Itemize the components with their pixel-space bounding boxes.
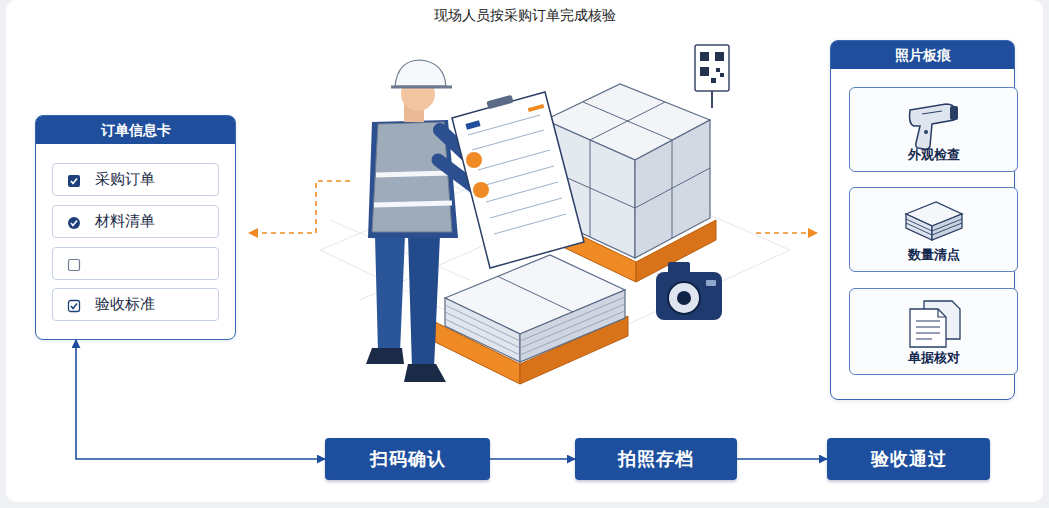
node-label: 拍照存档 [618,447,694,471]
photo-card: 外观检查 [849,87,1018,172]
info-panel: 照片板痕外观检查数量清点单据核对 [830,40,1015,400]
panel-heading: 照片板痕 [831,41,1014,69]
process-step: 验收通过 [827,438,990,480]
card-icon [902,297,966,355]
node-label: 验收标准 [95,289,155,320]
info-panel: 订单信息卡采购订单材料清单验收标准 [35,115,236,340]
check-icon [67,215,81,234]
checklist-item: 采购订单 [52,163,219,196]
card-icon [902,196,966,250]
node-label: 数量清点 [850,246,1017,264]
node-label: 单据核对 [850,349,1017,367]
process-step: 扫码确认 [325,438,490,480]
orange-pointer [258,181,808,233]
worker [366,60,478,382]
clipboard [452,92,584,268]
orange-arrowhead [808,228,818,238]
orange-arrowhead [248,228,258,238]
qr-sign [695,45,729,108]
photo-card: 单据核对 [849,288,1018,375]
flow-connector [737,458,827,460]
check-icon [67,298,81,317]
page-ground [6,0,1043,502]
node-label: 外观检查 [850,146,1017,164]
panel-heading: 订单信息卡 [36,116,235,144]
node-label: 验收通过 [871,447,947,471]
gloves [466,152,489,198]
camera [656,262,722,320]
diagram-title: 现场人员按采购订单完成核验 [0,7,1049,25]
node-label: 材料清单 [95,206,155,237]
flow-connector [490,458,575,460]
process-step: 拍照存档 [575,438,737,480]
node-label: 采购订单 [95,164,155,195]
photo-card: 数量清点 [849,187,1018,272]
sheets-on-pallet [435,255,628,384]
checklist-item: 材料清单 [52,205,219,238]
flow-connector [76,340,325,459]
check-icon [67,257,81,276]
node-label: 扫码确认 [370,447,446,471]
checklist-item: 验收标准 [52,288,219,321]
empty-checklist-row [52,247,219,280]
check-icon [67,173,81,192]
